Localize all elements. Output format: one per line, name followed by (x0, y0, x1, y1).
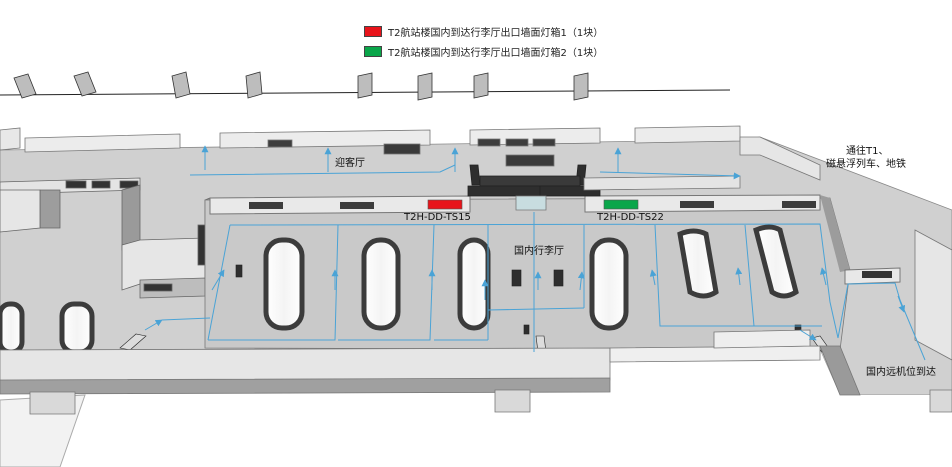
remote-stand-label: 国内远机位到达 (866, 367, 936, 378)
upper-railing (0, 71, 731, 101)
right-block (739, 136, 952, 361)
legend-swatch-red (364, 26, 382, 37)
to-t1-label-line2: 磁悬浮列车、地铁 (826, 159, 906, 170)
baggage-carousels (0, 224, 799, 355)
to-t1-label-line1: 通往T1、 (846, 146, 889, 157)
light-boxes (427, 199, 639, 210)
light-box-1 (427, 199, 463, 210)
light-box-2-code: T2H-DD-TS22 (597, 212, 664, 223)
exit-gate (467, 164, 741, 211)
legend-item-2: T2航站楼国内到达行李厅出口墙面灯箱2（1块） (364, 44, 603, 59)
baggage-hall-label: 国内行李厅 (514, 246, 564, 257)
light-box-2 (603, 199, 639, 210)
greeting-hall-front (0, 125, 741, 167)
bottom-wall (0, 329, 952, 415)
legend-swatch-green (364, 46, 382, 57)
greeting-hall-label: 迎客厅 (335, 158, 365, 169)
legend-label-2: T2航站楼国内到达行李厅出口墙面灯箱2（1块） (388, 48, 604, 59)
light-box-1-code: T2H-DD-TS15 (404, 212, 471, 223)
legend-item-1: T2航站楼国内到达行李厅出口墙面灯箱1（1块） (364, 24, 603, 39)
legend-label-1: T2航站楼国内到达行李厅出口墙面灯箱1（1块） (388, 28, 604, 39)
left-structures (0, 177, 211, 299)
flow-lines (144, 145, 926, 361)
